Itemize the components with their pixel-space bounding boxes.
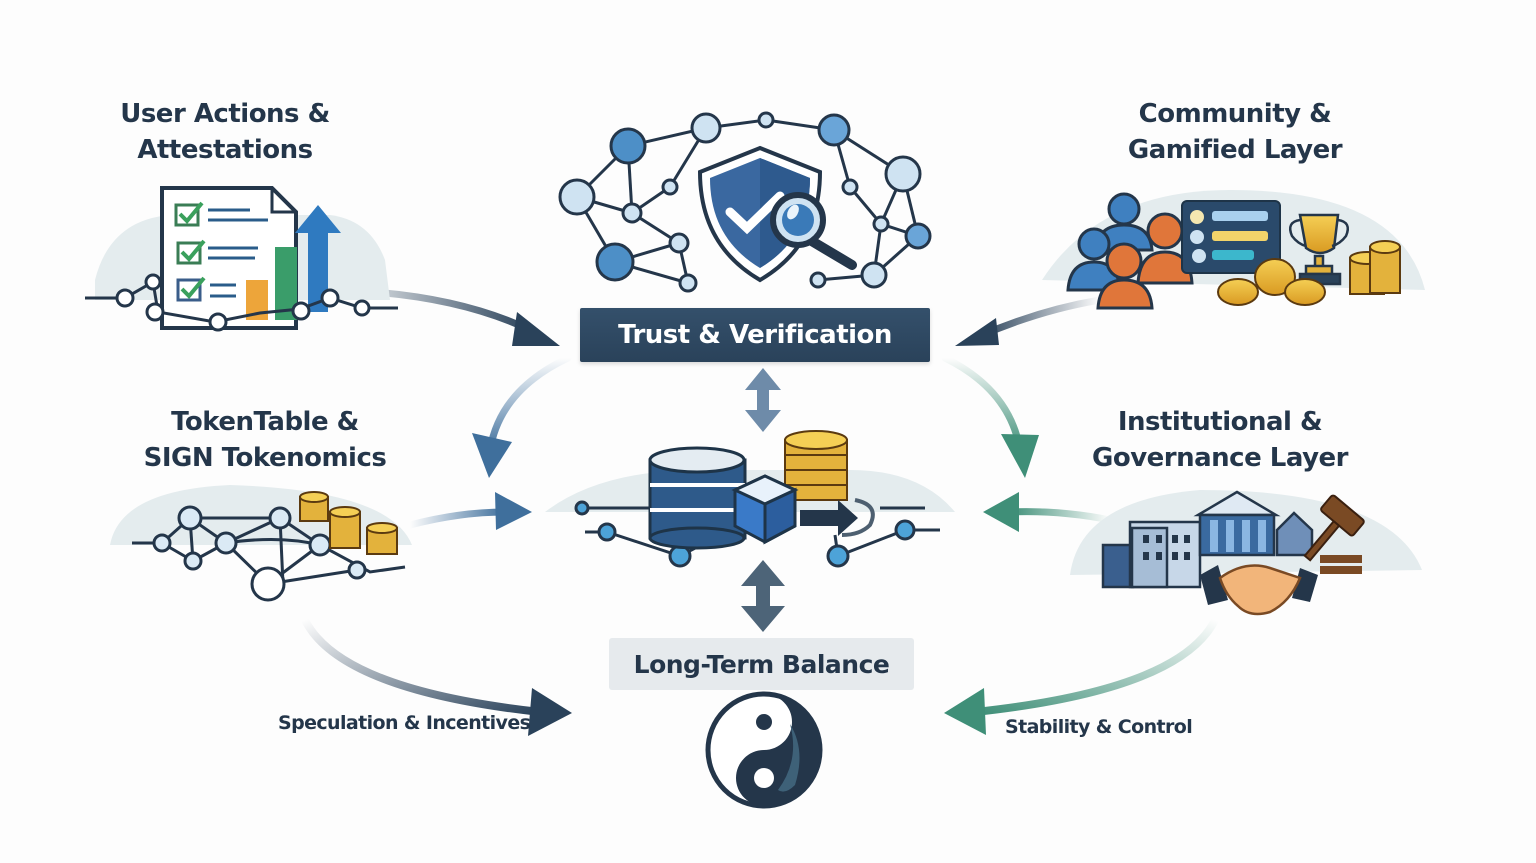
buildings-handshake-gavel-icon <box>1070 490 1422 616</box>
arrow-institutional-to-core <box>983 492 1114 532</box>
arrow-stability-to-balance <box>944 616 1219 735</box>
node-label-line: Community & <box>1138 99 1332 129</box>
flow-label-stability: Stability & Control <box>1005 716 1193 738</box>
people-trophy-coins-icon <box>1042 190 1425 310</box>
trust-verification-banner: Trust & Verification <box>580 308 930 362</box>
node-label-line: Attestations <box>137 135 313 165</box>
shield-magnifier-network-icon <box>558 111 932 293</box>
yin-yang-icon <box>705 691 823 809</box>
node-label-line: Gamified Layer <box>1127 135 1343 165</box>
long-term-balance-banner: Long-Term Balance <box>609 638 914 690</box>
checklist-document-chart-icon <box>85 186 398 332</box>
arrow-bidirectional-core-balance <box>741 560 785 632</box>
node-label-institutional: Institutional & Governance Layer <box>1090 404 1350 476</box>
arrow-community-to-trust <box>955 296 1104 346</box>
node-label-line: User Actions & <box>120 99 330 129</box>
node-label-line: Institutional & <box>1117 407 1323 437</box>
node-label-line: TokenTable & <box>171 407 359 437</box>
arrow-trust-to-institutional <box>941 354 1039 478</box>
flow-label-speculation: Speculation & Incentives <box>278 712 531 734</box>
network-coins-icon <box>110 485 412 602</box>
node-label-community: Community & Gamified Layer <box>1100 96 1370 168</box>
node-label-tokentable: TokenTable & SIGN Tokenomics <box>130 404 400 476</box>
arrow-token-to-core <box>406 492 532 530</box>
arrow-trust-to-token <box>472 354 572 478</box>
arrow-speculation-to-balance <box>301 616 572 736</box>
node-label-user-actions: User Actions & Attestations <box>95 96 355 168</box>
database-cube-coins-icon <box>545 430 955 568</box>
node-label-line: SIGN Tokenomics <box>143 443 387 473</box>
node-label-line: Governance Layer <box>1092 443 1349 473</box>
arrow-bidirectional-trust-core <box>745 368 781 432</box>
